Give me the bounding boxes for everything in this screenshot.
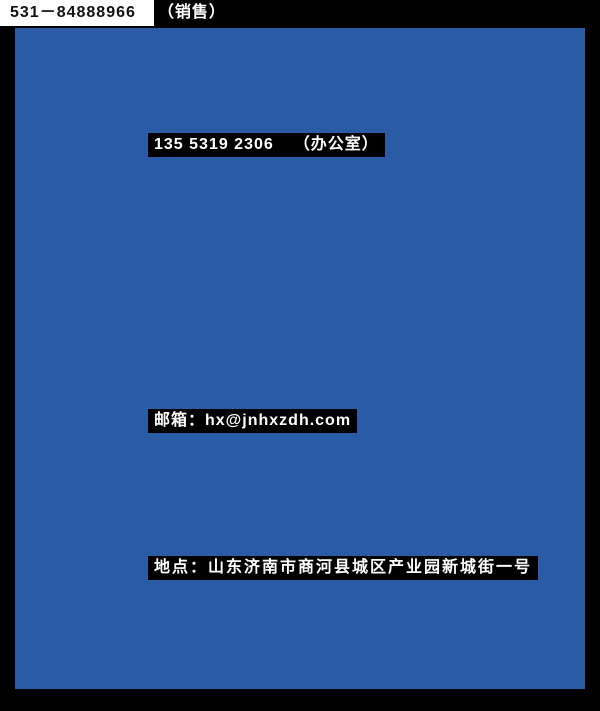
address-line: 地点：山东济南市商河县城区产业园新城街一号 (148, 556, 539, 580)
office-phone-line: 135 5319 2306 （办公室） (148, 133, 385, 157)
office-phone-label: （办公室） (293, 136, 379, 153)
blue-panel (15, 28, 585, 689)
office-phone-number: 135 5319 2306 (154, 136, 274, 153)
sales-phone-label: （销售） (153, 0, 230, 26)
sales-phone-line: 531－84888966 （销售） (0, 0, 230, 26)
sales-phone-number: 531－84888966 (0, 0, 154, 26)
address-text: 地点：山东济南市商河县城区产业园新城街一号 (154, 559, 533, 576)
email-text: 邮箱：hx@jnhxzdh.com (154, 412, 352, 429)
email-line: 邮箱：hx@jnhxzdh.com (148, 409, 358, 433)
